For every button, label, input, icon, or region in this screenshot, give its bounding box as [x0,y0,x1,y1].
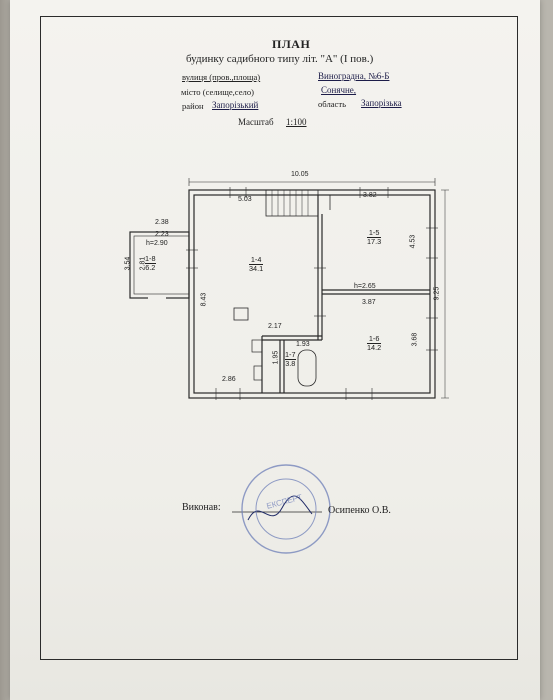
room-1-4-area: 34.1 [249,264,264,273]
handwritten-signature [247,495,313,521]
room-1-7-area: 3.8 [285,359,296,368]
dim-total-width: 10.05 [291,171,309,178]
room-1-6: 1-6 14.2 [367,334,382,352]
signature-name: Осипенко О.В. [328,505,391,516]
dim-bath-height: 1.95 [272,350,280,365]
document-title: ПЛАН [272,37,311,51]
dim-ext-width-top: 2.38 [155,219,169,226]
bathtub [297,349,317,387]
dim-bottom-left: 2.86 [222,376,236,383]
room-1-5: 1-5 17.3 [367,228,382,246]
dim-ext-outer: 3.54 [124,256,132,271]
expert-stamp: ЕКСПЕРТ [241,464,331,554]
street-label: вулиця (пров.,площа) [182,72,261,82]
room-1-8-area: 6.2 [145,263,156,272]
room-1-8-id: 1-8 [145,254,156,264]
city-value: Сонячне, [321,85,357,95]
dim-right-total: 9.25 [433,286,441,301]
room-1-6-area: 14.2 [367,343,382,352]
dim-mid-right: 3.87 [362,299,376,306]
boiler [233,307,249,321]
dim-ext-width: 2.23 [155,231,169,238]
room-1-5-id: 1-5 [367,228,382,238]
room-1-7-id: 1-7 [285,350,296,360]
dim-corridor-width: 2.17 [268,323,282,330]
region-value: Запорізька [361,98,402,108]
room-1-5-area: 17.3 [367,237,382,246]
stairs [265,189,319,217]
dim-right-lower: 3.68 [411,332,419,347]
scale-label: Масштаб [238,117,274,127]
room-1-7: 1-7 3.8 [285,351,296,368]
svg-text:ЕКСПЕРТ: ЕКСПЕРТ [266,493,304,511]
dim-right-upper: 4.53 [409,234,417,249]
dim-left-total: 8.43 [200,292,208,307]
dim-bath-width: 1.93 [296,341,310,348]
sink [253,365,263,381]
document-sheet [10,0,540,700]
district-value: Запорізький [212,100,259,110]
stove [251,339,263,353]
room-1-6-id: 1-6 [367,334,382,344]
district-label: район [182,101,204,111]
dim-top-left: 5.03 [238,196,252,203]
room-1-4-id: 1-4 [249,255,264,265]
scale-value: 1:100 [286,117,307,127]
region-label: область [318,99,347,109]
city-label: місто (селище,село) [181,87,254,97]
dim-ext-height: h=2.90 [146,240,168,247]
signature-label: Виконав: [182,502,221,513]
dim-top-right: 3.82 [363,192,377,199]
room-1-4: 1-4 34.1 [249,255,264,273]
dim-room-height: h=2.65 [354,283,376,290]
street-value: Виноградна, №6-Б [318,71,390,81]
drawing-frame [40,16,518,660]
document-subtitle: будинку садибного типу літ. "А" (І пов.) [186,53,374,65]
room-1-8: 1-8 6.2 [145,255,156,272]
